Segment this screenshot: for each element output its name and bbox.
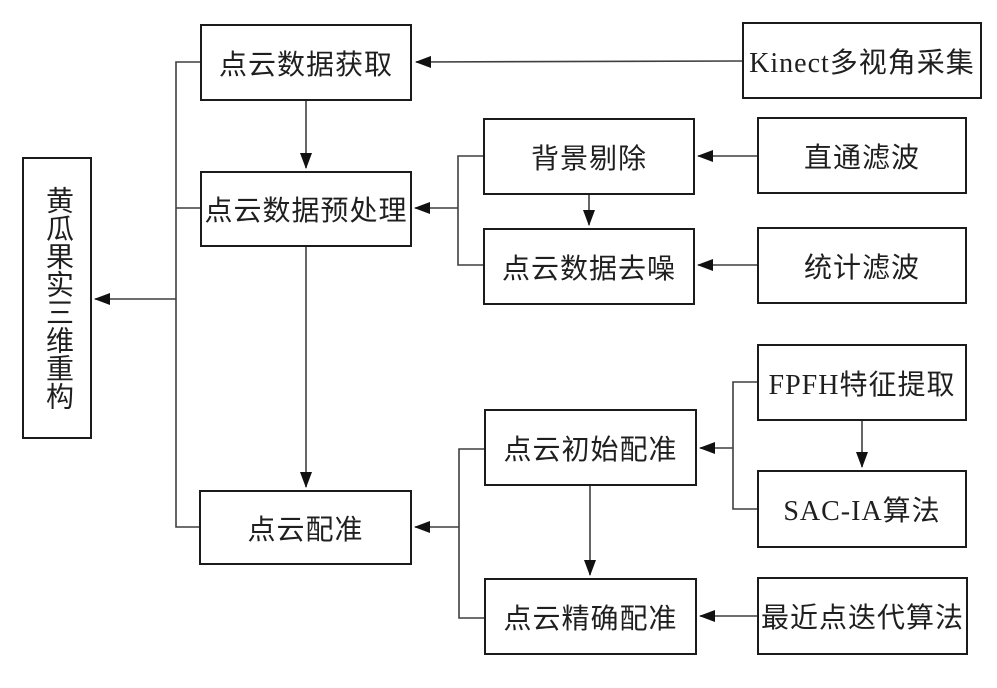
node-fine-registration: 点云精确配准 <box>484 578 697 655</box>
node-cucumber-3d-reconstruction: 黄瓜果实三维重构 <box>22 157 92 439</box>
node-iterative-closest-point: 最近点迭代算法 <box>757 577 968 655</box>
node-fpfh-feature-extraction: FPFH特征提取 <box>757 344 967 421</box>
node-point-cloud-preprocessing: 点云数据预处理 <box>200 171 412 247</box>
node-passthrough-filter: 直通滤波 <box>757 117 967 194</box>
node-initial-registration: 点云初始配准 <box>484 409 697 486</box>
node-point-cloud-registration: 点云配准 <box>199 490 412 565</box>
node-point-cloud-acquisition: 点云数据获取 <box>200 24 412 101</box>
node-kinect-multiview-capture: Kinect多视角采集 <box>742 22 982 99</box>
node-sac-ia-algorithm: SAC-IA算法 <box>757 470 967 548</box>
node-statistical-filter: 统计滤波 <box>757 227 967 304</box>
node-point-cloud-denoising: 点云数据去噪 <box>483 228 695 305</box>
node-background-removal: 背景剔除 <box>483 118 695 195</box>
